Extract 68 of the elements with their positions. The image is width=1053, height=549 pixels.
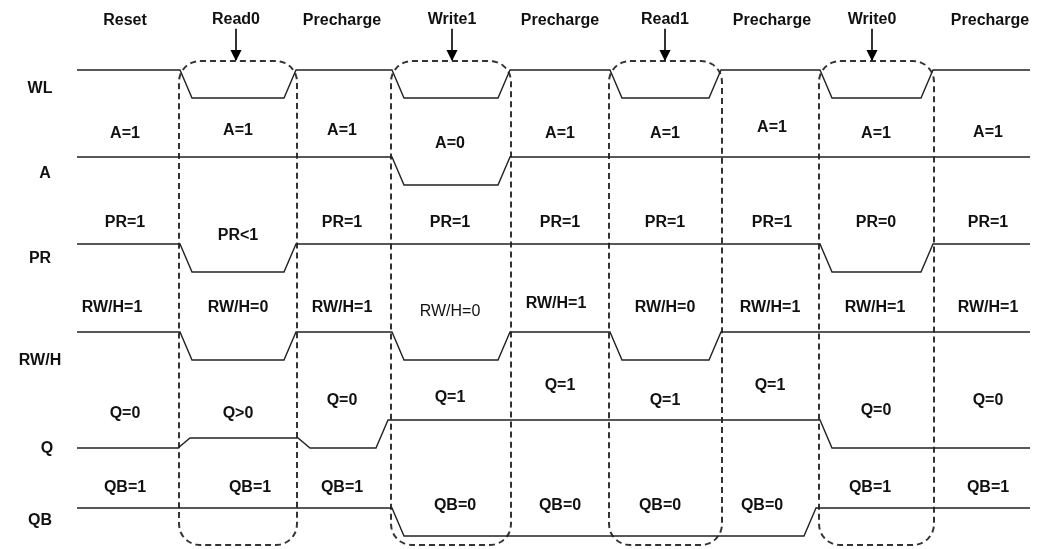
- signal-value: PR=0: [855, 213, 897, 231]
- signal-value: PR=1: [429, 213, 471, 231]
- signal-value: PR=1: [644, 213, 686, 231]
- signal-value: QB=1: [966, 478, 1010, 496]
- signal-value: A=1: [110, 124, 140, 142]
- signal-value: PR=1: [967, 213, 1009, 231]
- phase-label: Read1: [641, 10, 689, 28]
- phase-label: Precharge: [520, 11, 600, 29]
- phase-label: Write0: [847, 10, 897, 28]
- signal-value: PR=1: [104, 213, 146, 231]
- signal-value: RW/H=0: [419, 302, 481, 320]
- signal-name: PR: [28, 249, 52, 267]
- signal-value: Q=0: [860, 401, 892, 419]
- phase-label: Write1: [427, 10, 477, 28]
- signal-value: Q=0: [109, 404, 141, 422]
- phase-label: Reset: [103, 11, 147, 29]
- dashed-phase-box: [608, 60, 723, 546]
- signal-value: PR=1: [321, 213, 363, 231]
- signal-value: Q=1: [544, 376, 576, 394]
- signal-value: Q>0: [222, 404, 254, 422]
- signal-value: RW/H=1: [844, 298, 906, 316]
- signal-value: A=1: [545, 124, 575, 142]
- arrow: [446, 28, 458, 62]
- signal-value: RW/H=1: [957, 298, 1019, 316]
- phase-label: Precharge: [950, 11, 1030, 29]
- signal-value: A=1: [757, 118, 787, 136]
- signal-value: RW/H=1: [739, 298, 801, 316]
- signal-value: QB=1: [103, 478, 147, 496]
- signal-name: WL: [27, 79, 53, 97]
- signal-value: A=0: [435, 134, 465, 152]
- signal-value: RW/H=1: [525, 294, 587, 312]
- signal-value: QB=1: [320, 478, 364, 496]
- signal-value: A=1: [861, 124, 891, 142]
- signal-value: Q=1: [434, 388, 466, 406]
- signal-name: QB: [28, 511, 52, 529]
- dashed-phase-box: [390, 60, 512, 546]
- signal-value: A=1: [223, 121, 253, 139]
- signal-value: RW/H=0: [634, 298, 696, 316]
- signal-value: Q=0: [326, 391, 358, 409]
- dashed-phase-box: [178, 60, 298, 546]
- signal-name: RW/H: [18, 351, 62, 369]
- signal-value: RW/H=0: [207, 298, 269, 316]
- signal-value: QB=1: [848, 478, 892, 496]
- arrow: [659, 28, 671, 62]
- signal-value: A=1: [973, 123, 1003, 141]
- arrow: [230, 28, 242, 62]
- arrow: [866, 28, 878, 62]
- signal-value: Q=0: [972, 391, 1004, 409]
- signal-value: A=1: [650, 124, 680, 142]
- signal-value: QB=0: [638, 496, 682, 514]
- signal-value: QB=0: [740, 496, 784, 514]
- signal-value: RW/H=1: [81, 298, 143, 316]
- phase-label: Precharge: [302, 11, 382, 29]
- signal-value: PR=1: [751, 213, 793, 231]
- signal-value: PR=1: [539, 213, 581, 231]
- signal-value: Q=1: [649, 391, 681, 409]
- signal-value: QB=1: [228, 478, 272, 496]
- signal-value: Q=1: [754, 376, 786, 394]
- signal-value: QB=0: [538, 496, 582, 514]
- signal-value: QB=0: [433, 496, 477, 514]
- signal-value: A=1: [327, 121, 357, 139]
- signal-name: A: [39, 164, 51, 182]
- dashed-phase-box: [818, 60, 935, 546]
- signal-value: RW/H=1: [311, 298, 373, 316]
- signal-name: Q: [40, 439, 54, 457]
- phase-label: Read0: [212, 10, 260, 28]
- phase-label: Precharge: [732, 11, 812, 29]
- signal-value: PR<1: [217, 226, 259, 244]
